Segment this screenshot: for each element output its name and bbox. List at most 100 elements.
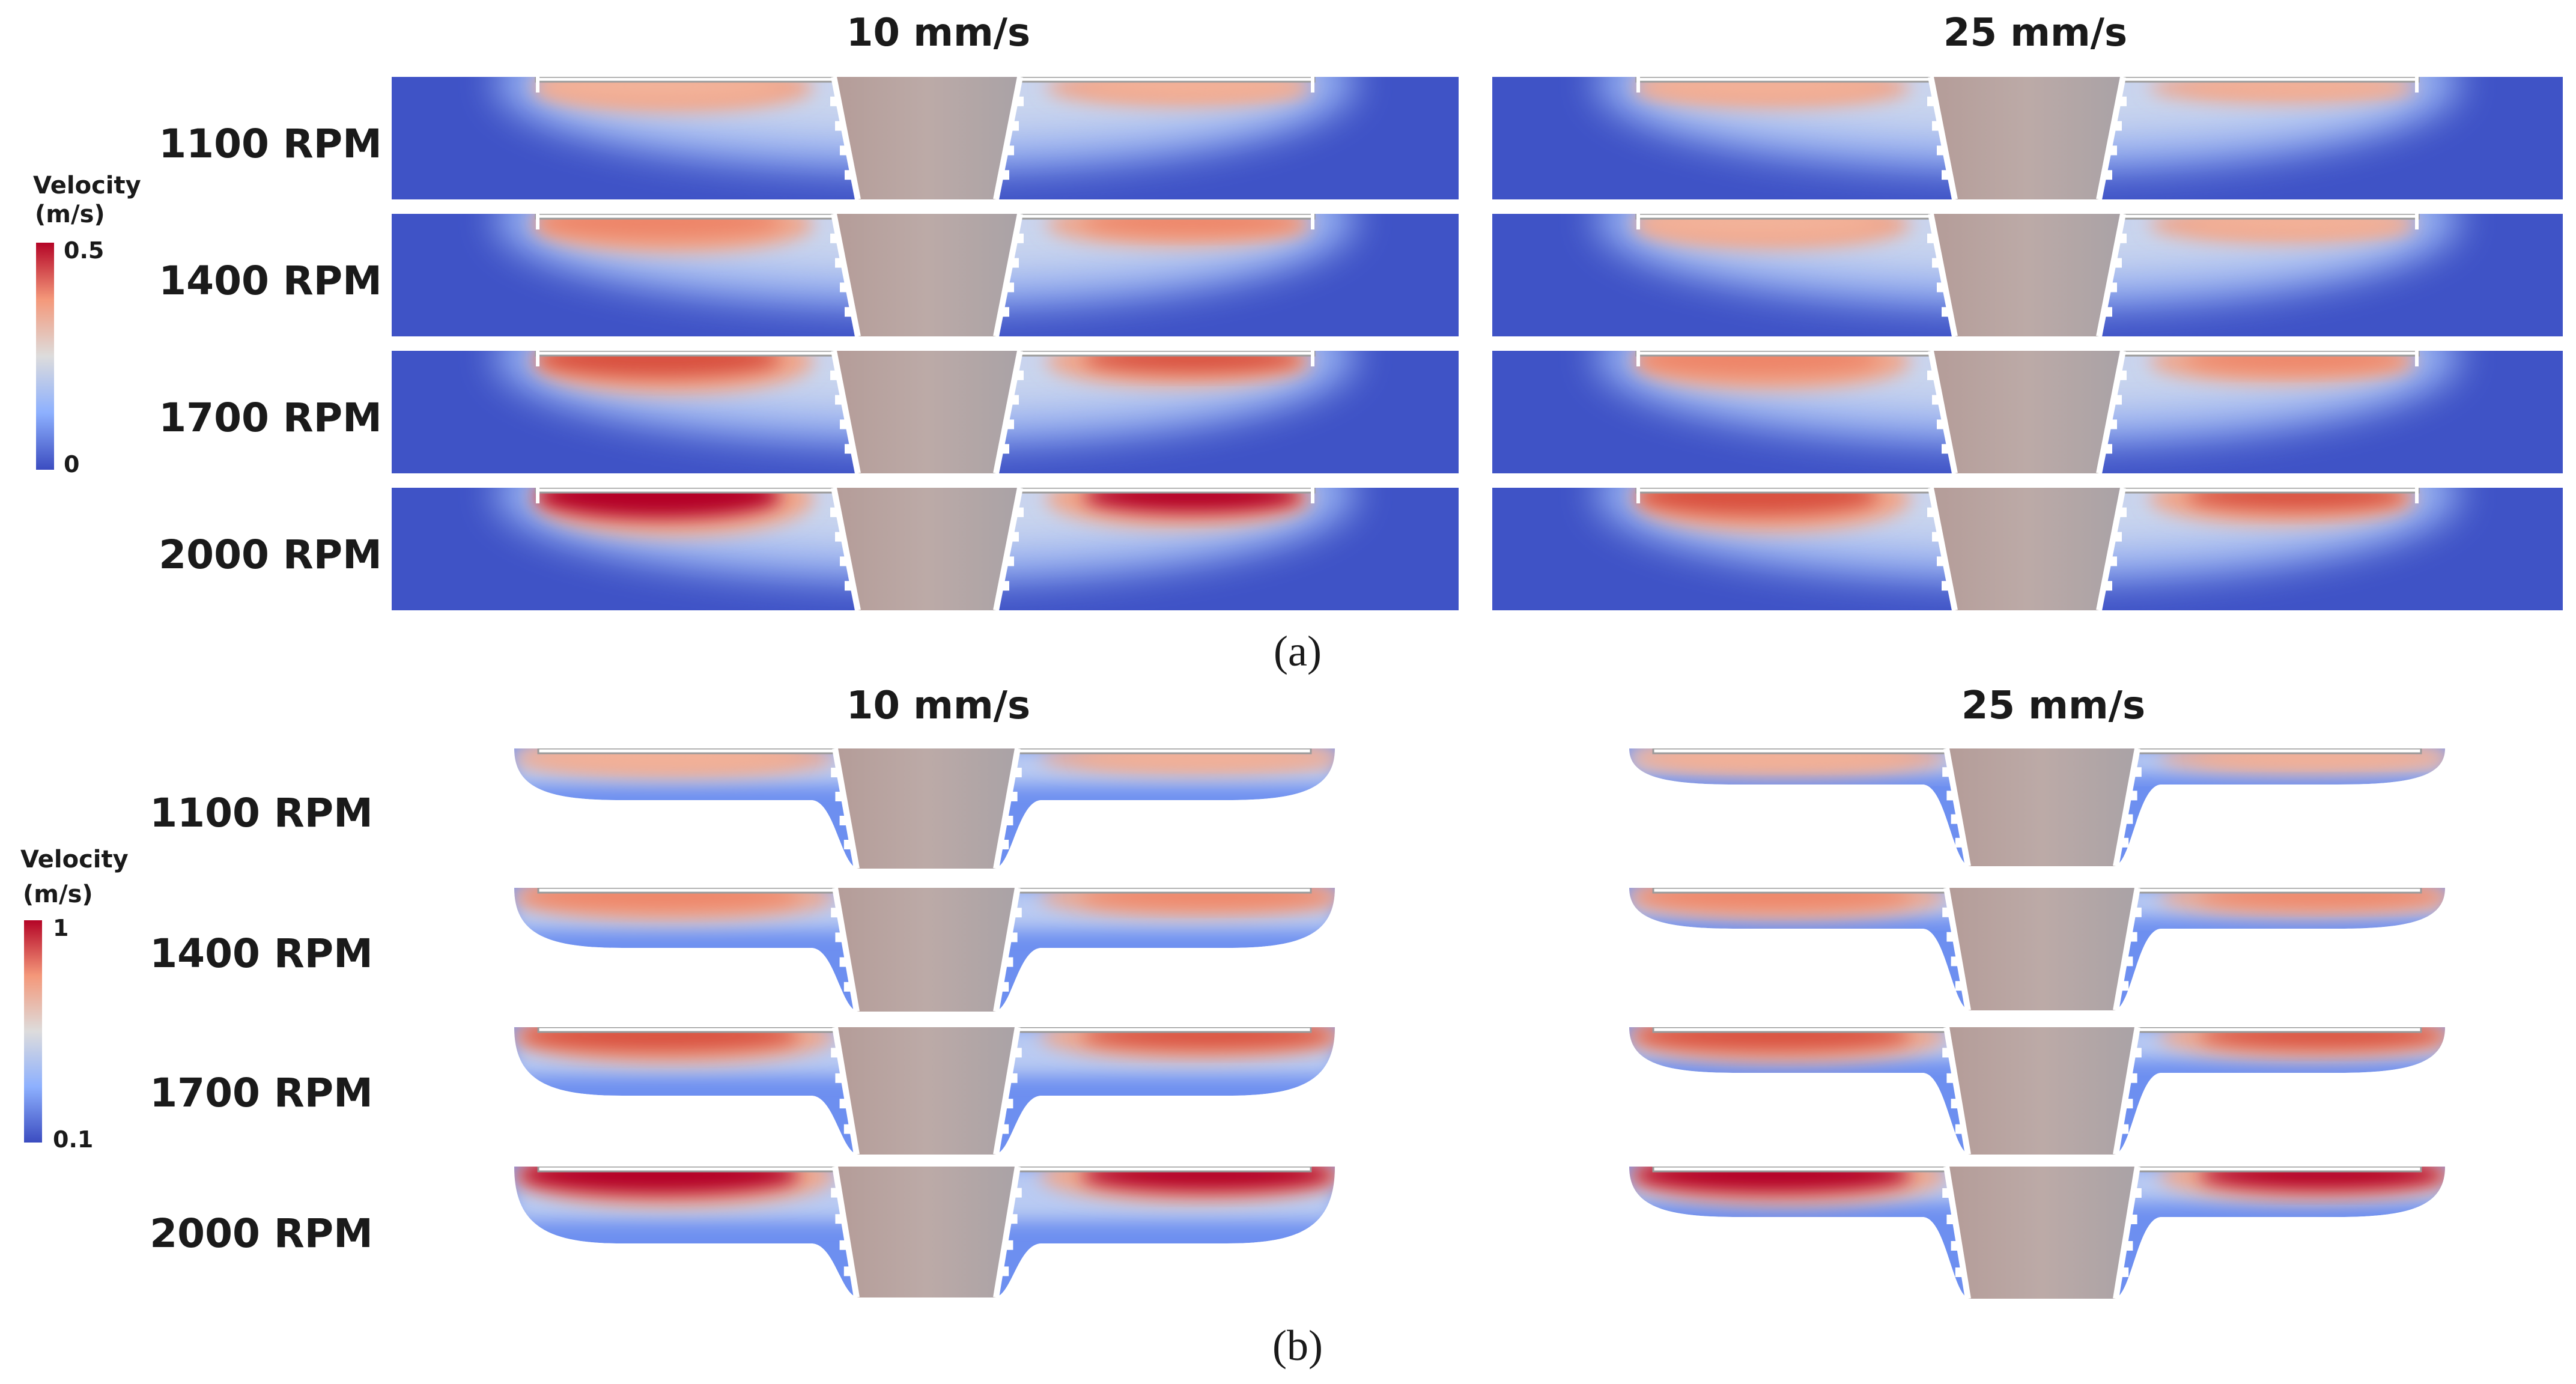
column-header-10mms-a: 10 mm/s (846, 11, 1030, 55)
thread-step (1009, 1073, 1018, 1083)
legend-a-colorbar (36, 243, 54, 470)
thread-step (835, 121, 843, 131)
contour-panel-b (514, 1027, 1335, 1155)
thread-step (2104, 170, 2112, 180)
thread-step (2124, 814, 2133, 824)
shoulder-edge (2415, 488, 2419, 503)
thread-step (1010, 258, 1019, 268)
thread-step (831, 1188, 840, 1198)
thread-step (1932, 395, 1940, 405)
legend-b-min-label: 0.1 (53, 1126, 93, 1153)
tool-pin (834, 351, 1020, 473)
contour-panel-a (1492, 214, 2563, 336)
thread-step (1013, 908, 1022, 918)
thread-step (2128, 791, 2137, 801)
thread-step (1015, 233, 1024, 243)
thread-step (830, 233, 839, 243)
thread-step (1004, 957, 1013, 967)
contour-panel-a (1492, 351, 2563, 473)
tool-pin (834, 214, 1020, 336)
shoulder-edge (1311, 351, 1314, 366)
thread-step (1001, 581, 1009, 591)
thread-step (2133, 767, 2142, 777)
tool-pin (1946, 888, 2137, 1010)
thread-step (1004, 1099, 1013, 1109)
thread-step (830, 96, 839, 106)
thread-step (1942, 581, 1950, 591)
thread-step (2113, 121, 2122, 131)
shoulder-edge (1636, 214, 1640, 229)
thread-step (1942, 1188, 1951, 1198)
thread-step (835, 792, 844, 801)
shoulder-edge (1311, 214, 1314, 229)
thread-step (2128, 932, 2137, 942)
thread-step (1004, 1240, 1013, 1250)
legend-b-title-line1: Velocity (20, 846, 129, 873)
thread-step (1942, 444, 1950, 454)
thread-step (1001, 170, 1009, 180)
thread-step (840, 145, 848, 156)
thread-step (835, 932, 844, 942)
legend-a: Velocity (m/s) 0.5 0 (33, 172, 141, 478)
thread-step (831, 1048, 840, 1058)
tool-pin (835, 1027, 1018, 1155)
tool-pin (834, 488, 1020, 610)
legend-b-max-label: 1 (53, 915, 68, 941)
thread-step (1955, 1267, 1964, 1277)
thread-step (1932, 532, 1940, 542)
thread-step (1000, 982, 1009, 992)
shoulder-edge (536, 214, 539, 229)
thread-step (2133, 1188, 2142, 1198)
thread-step (2120, 1267, 2129, 1277)
tool-pin (1931, 77, 2123, 199)
thread-step (830, 507, 839, 517)
thread-step (1951, 956, 1960, 967)
tool-pin (835, 888, 1018, 1012)
thread-step (1946, 1073, 1955, 1083)
thread-step (835, 258, 843, 268)
tool-pin (1946, 748, 2137, 866)
thread-step (835, 395, 843, 405)
shoulder-edge (2415, 214, 2419, 229)
panel-b-contours (514, 748, 2445, 1299)
thread-step (840, 282, 848, 293)
thread-step (2124, 1241, 2133, 1251)
thread-step (1937, 556, 1945, 566)
thread-step (2120, 981, 2129, 991)
thread-step (1013, 1188, 1022, 1198)
thread-step (839, 1099, 848, 1109)
contour-panel-a (392, 351, 1459, 473)
thread-step (1946, 791, 1955, 801)
thread-step (1015, 370, 1024, 380)
contour-panel-a (392, 488, 1459, 610)
thread-step (845, 170, 853, 180)
thread-step (1942, 767, 1951, 777)
tool-pin (1946, 1167, 2137, 1299)
thread-step (845, 307, 853, 317)
thread-step (1955, 837, 1964, 848)
thread-step (1942, 907, 1951, 917)
thread-step (1927, 233, 1936, 243)
thread-step (1010, 121, 1019, 131)
row-label-1700rpm-b: 1700 RPM (150, 1070, 373, 1116)
contour-panel-b (514, 1166, 1335, 1298)
thread-step (2113, 395, 2122, 405)
tool-pin (1931, 351, 2123, 473)
thread-step (2104, 307, 2112, 317)
thread-step (839, 957, 848, 967)
caption-a: (a) (1274, 627, 1322, 675)
caption-b: (b) (1272, 1322, 1323, 1370)
thread-step (835, 1073, 844, 1083)
thread-step (1015, 507, 1024, 517)
row-label-1400rpm-a: 1400 RPM (159, 258, 382, 304)
thread-step (2113, 532, 2122, 542)
contour-panel-a (1492, 77, 2563, 199)
thread-step (1006, 282, 1014, 293)
tool-pin (835, 1167, 1018, 1298)
thread-step (1937, 419, 1945, 429)
tool-pin (1931, 488, 2123, 610)
thread-step (1937, 282, 1945, 293)
contour-panel-b (1629, 887, 2445, 1011)
thread-step (1009, 792, 1018, 801)
thread-step (1001, 307, 1009, 317)
